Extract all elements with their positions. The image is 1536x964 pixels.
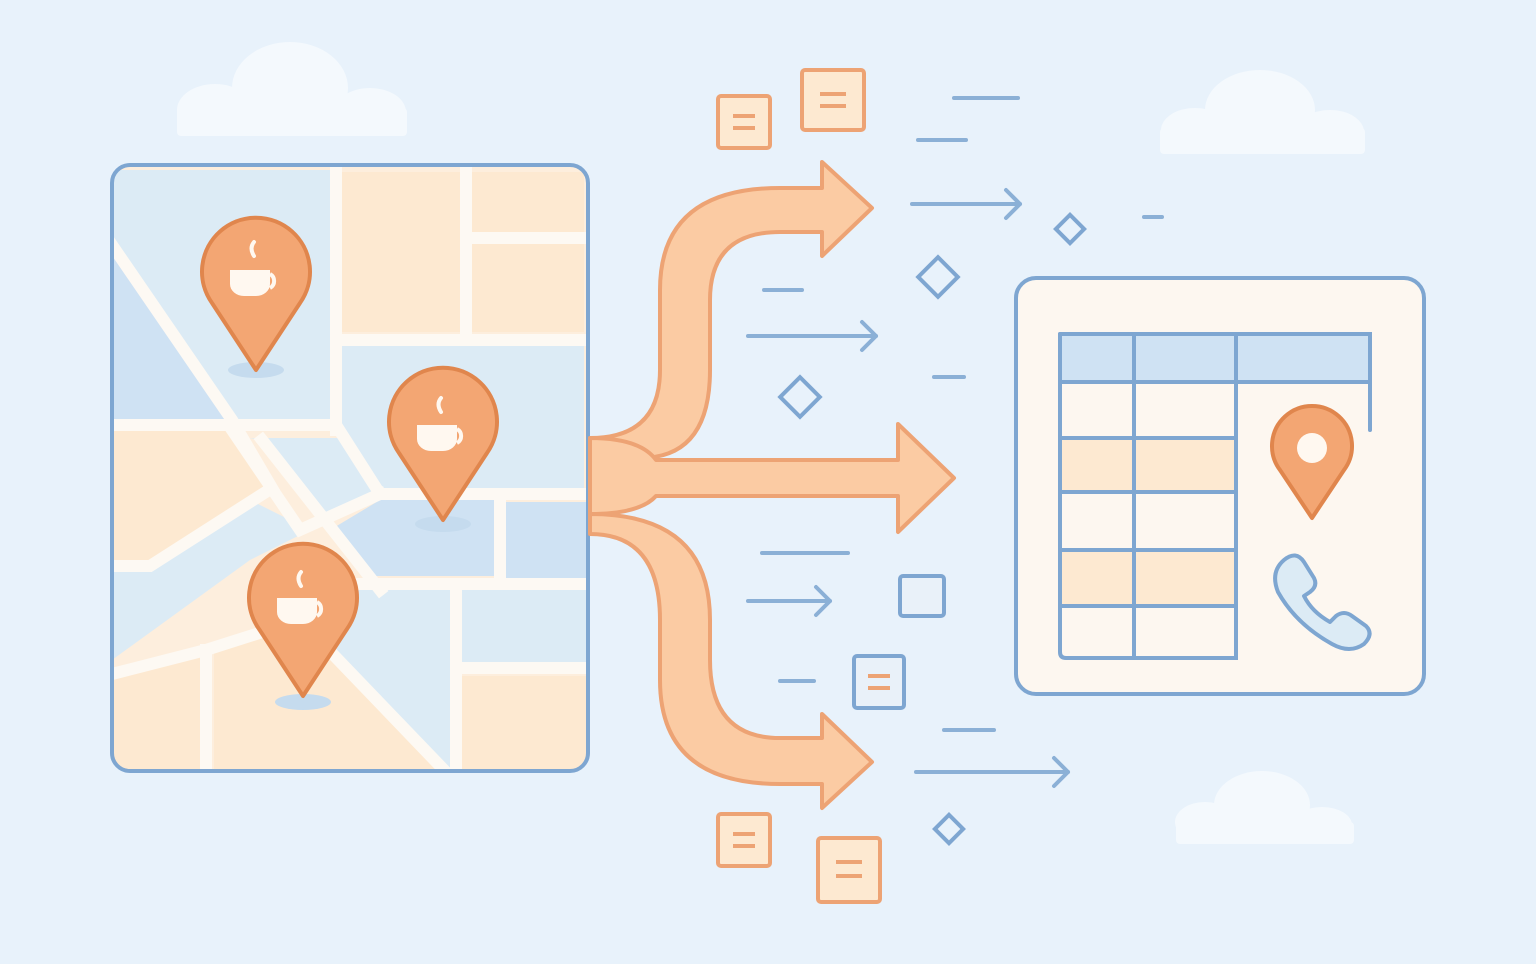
arrow-right-icon <box>914 756 1070 788</box>
phone-icon <box>1273 553 1372 651</box>
square-marker-icon <box>898 574 946 618</box>
coffee-pin-icon <box>387 365 499 532</box>
cloud-top-right-icon <box>1160 70 1365 154</box>
spreadsheet-panel <box>1014 276 1426 696</box>
cloud-bottom-right-icon <box>1175 771 1354 844</box>
diamond-marker-icon <box>915 254 961 300</box>
arrow-right-icon <box>910 188 1022 220</box>
branching-arrows <box>588 160 956 810</box>
diamond-marker-icon <box>777 374 823 420</box>
document-card-icon <box>816 836 882 904</box>
diamond-marker-icon <box>932 812 966 846</box>
motion-lines <box>760 96 1164 732</box>
coffee-cup-icon <box>417 396 464 451</box>
arrow-right-icon <box>746 585 832 617</box>
coffee-cup-icon <box>230 240 277 296</box>
document-card-icon <box>716 94 772 150</box>
arrow-right-icon <box>746 320 878 352</box>
coffee-pin-icon <box>200 215 312 378</box>
diamond-marker-icon <box>1053 212 1087 246</box>
coffee-cup-icon <box>277 570 324 624</box>
map-panel <box>110 163 590 773</box>
coffee-pin-icon <box>247 541 359 710</box>
document-card-icon <box>716 812 772 868</box>
document-card-icon <box>800 68 866 132</box>
location-pin-icon <box>1270 404 1354 520</box>
cloud-top-left-icon <box>177 42 407 136</box>
document-card-icon <box>852 654 906 710</box>
